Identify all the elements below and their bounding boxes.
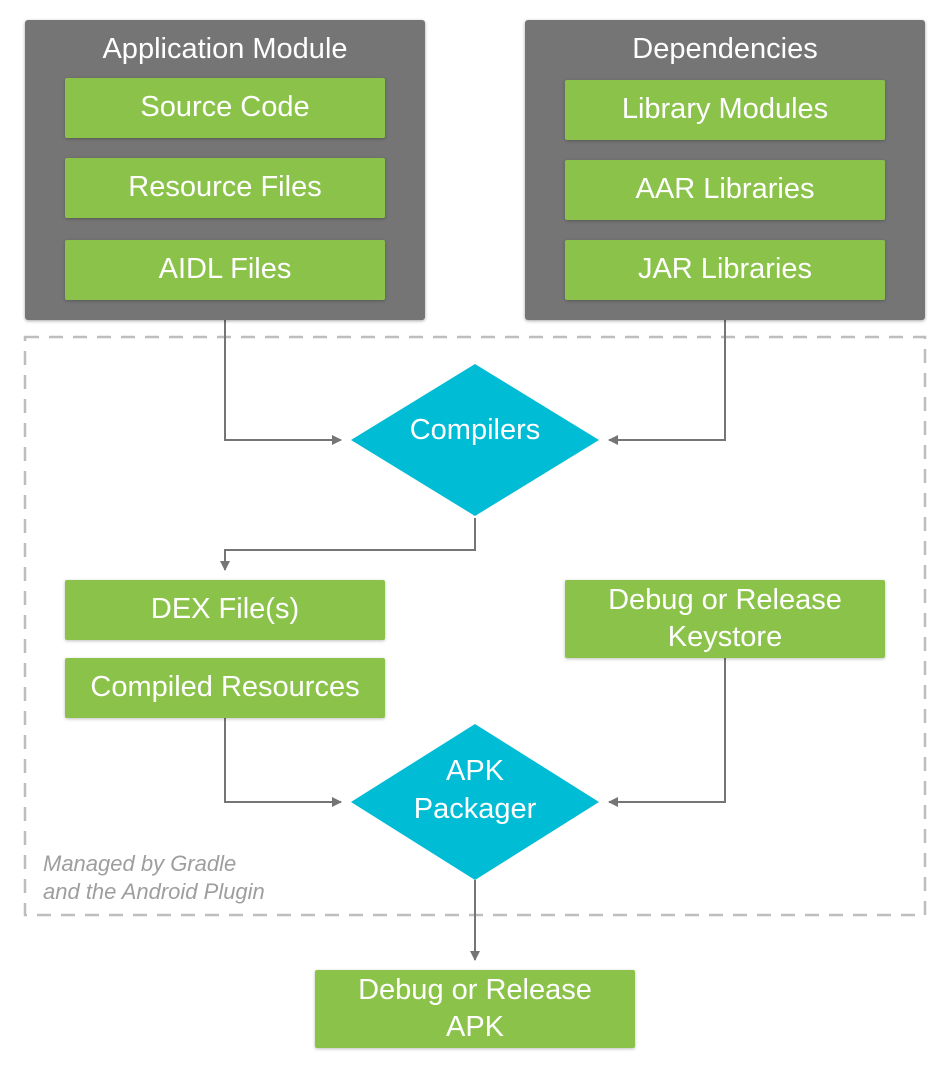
final-apk-line2: APK: [445, 1011, 505, 1043]
final-apk-box: Debug or Release APK: [315, 970, 635, 1048]
connector-app-module-to-compilers: [224, 320, 342, 445]
keystore-line2: Keystore: [667, 621, 783, 653]
apk-packager-diamond: [351, 724, 599, 880]
compilers-label: Compilers: [409, 414, 541, 446]
apk-packager-label: APK Packager: [351, 753, 599, 837]
apk-packager-line2: Packager: [413, 792, 537, 825]
connector-resources-to-packager: [224, 718, 342, 807]
managed-by-gradle-note: Managed by Gradle and the Android Plugin: [43, 850, 343, 906]
aidl-files-box: AIDL Files: [65, 240, 385, 300]
connector-compilers-to-dex: [220, 518, 476, 571]
managed-note-line2: and the Android Plugin: [43, 879, 265, 904]
final-apk-line1: Debug or Release: [358, 973, 592, 1006]
connector-keystore-to-packager: [608, 658, 726, 807]
compiled-resources-box: Compiled Resources: [65, 658, 385, 718]
library-modules-box: Library Modules: [565, 80, 885, 140]
application-module-title: Application Module: [102, 33, 348, 65]
compilers-diamond: [351, 364, 599, 516]
managed-note-line1: Managed by Gradle: [43, 851, 237, 876]
aar-libraries-box: AAR Libraries: [565, 160, 885, 220]
dex-files-box: DEX File(s): [65, 580, 385, 640]
dependencies-panel: Dependencies Library Modules AAR Librari…: [525, 20, 925, 320]
keystore-line1: Debug or Release: [608, 583, 842, 616]
resource-files-box: Resource Files: [65, 158, 385, 218]
source-code-box: Source Code: [65, 78, 385, 138]
connector-dependencies-to-compilers: [608, 320, 726, 445]
dependencies-title: Dependencies: [632, 33, 818, 65]
apk-packager-line1: APK: [445, 755, 505, 787]
jar-libraries-box: JAR Libraries: [565, 240, 885, 300]
application-module-panel: Application Module Source Code Resource …: [25, 20, 425, 320]
keystore-box: Debug or Release Keystore: [565, 580, 885, 658]
